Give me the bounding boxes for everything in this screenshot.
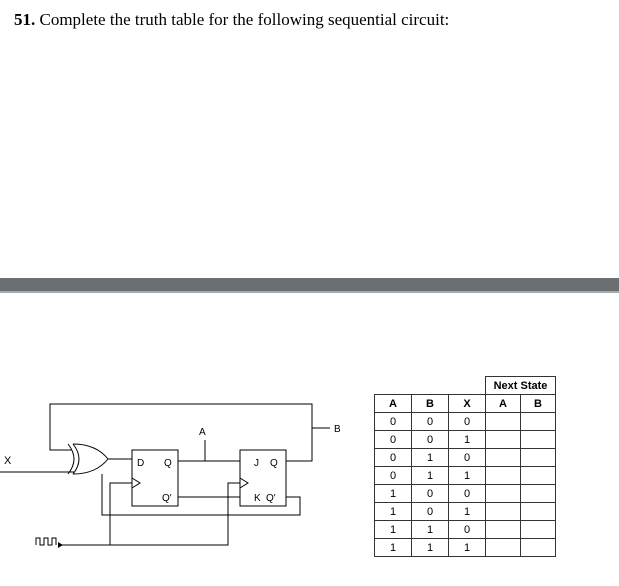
table-row: 0 0 0 bbox=[374, 412, 556, 431]
cell-a: 0 bbox=[374, 448, 412, 467]
d-ff-q-label: Q bbox=[164, 458, 172, 469]
col-header-b: B bbox=[411, 394, 449, 413]
table-row: 1 0 1 bbox=[374, 502, 556, 521]
cell-x: 0 bbox=[448, 412, 486, 431]
next-state-header: Next State bbox=[485, 376, 556, 395]
jk-flip-flop bbox=[239, 449, 287, 507]
jk-ff-qbar-label: Q' bbox=[266, 493, 276, 504]
col-header-next-a: A bbox=[485, 394, 521, 413]
col-header-a: A bbox=[374, 394, 412, 413]
table-row: 0 1 0 bbox=[374, 448, 556, 467]
input-label-x: X bbox=[4, 455, 12, 467]
cell-next-a[interactable] bbox=[485, 502, 521, 521]
table-row: 0 1 1 bbox=[374, 466, 556, 485]
cell-b: 1 bbox=[411, 520, 449, 539]
cell-next-a[interactable] bbox=[485, 448, 521, 467]
cell-a: 1 bbox=[374, 502, 412, 521]
cell-x: 0 bbox=[448, 448, 486, 467]
cell-next-a[interactable] bbox=[485, 484, 521, 503]
clock-wire bbox=[60, 482, 132, 546]
b-output-wire bbox=[286, 428, 313, 462]
col-header-x: X bbox=[448, 394, 486, 413]
a-label: A bbox=[199, 427, 206, 438]
sequential-circuit-diagram: X A B D Q Q' J Q K Q' bbox=[0, 403, 341, 548]
jk-clock-triangle bbox=[239, 477, 249, 489]
cell-a: 1 bbox=[374, 520, 412, 539]
d-ff-d-label: D bbox=[137, 458, 144, 469]
cell-next-a[interactable] bbox=[485, 466, 521, 485]
cell-b: 0 bbox=[411, 502, 449, 521]
cell-x: 1 bbox=[448, 466, 486, 485]
cell-next-b[interactable] bbox=[520, 448, 556, 467]
table-row: 1 0 0 bbox=[374, 484, 556, 503]
col-header-next-b: B bbox=[520, 394, 556, 413]
cell-next-a[interactable] bbox=[485, 430, 521, 449]
table-row: 1 1 0 bbox=[374, 520, 556, 539]
jk-ff-j-label: J bbox=[254, 458, 259, 469]
cell-next-a[interactable] bbox=[485, 538, 521, 557]
table-row: 1 1 1 bbox=[374, 538, 556, 557]
jk-ff-q-label: Q bbox=[270, 458, 278, 469]
question-text: Complete the truth table for the followi… bbox=[39, 10, 450, 29]
cell-next-b[interactable] bbox=[520, 520, 556, 539]
cell-b: 0 bbox=[411, 412, 449, 431]
cell-a: 0 bbox=[374, 412, 412, 431]
d-ff-qbar-label: Q' bbox=[162, 493, 172, 504]
cell-b: 0 bbox=[411, 484, 449, 503]
cell-next-b[interactable] bbox=[520, 412, 556, 431]
truth-table: Next State A B X A B 0 0 0 0 0 1 0 1 0 bbox=[374, 376, 556, 557]
header-spacer bbox=[375, 377, 486, 395]
cell-next-b[interactable] bbox=[520, 430, 556, 449]
cell-a: 0 bbox=[374, 466, 412, 485]
d-clock-triangle bbox=[131, 477, 141, 489]
b-label: B bbox=[334, 424, 341, 435]
question: 51. Complete the truth table for the fol… bbox=[14, 10, 449, 30]
cell-a: 1 bbox=[374, 538, 412, 557]
cell-next-b[interactable] bbox=[520, 502, 556, 521]
cell-b: 1 bbox=[411, 466, 449, 485]
feedback-wire-b bbox=[49, 403, 313, 451]
table-row: 0 0 1 bbox=[374, 430, 556, 449]
cell-x: 0 bbox=[448, 484, 486, 503]
cell-x: 0 bbox=[448, 520, 486, 539]
cell-b: 1 bbox=[411, 538, 449, 557]
section-divider-shadow bbox=[0, 291, 619, 293]
section-divider bbox=[0, 278, 619, 291]
cell-a: 0 bbox=[374, 430, 412, 449]
cell-next-b[interactable] bbox=[520, 466, 556, 485]
clock-icon bbox=[35, 537, 57, 546]
cell-b: 1 bbox=[411, 448, 449, 467]
cell-next-a[interactable] bbox=[485, 520, 521, 539]
cell-x: 1 bbox=[448, 502, 486, 521]
xor-gate bbox=[67, 443, 75, 475]
cell-x: 1 bbox=[448, 430, 486, 449]
cell-next-b[interactable] bbox=[520, 484, 556, 503]
cell-next-b[interactable] bbox=[520, 538, 556, 557]
cell-b: 0 bbox=[411, 430, 449, 449]
cell-next-a[interactable] bbox=[485, 412, 521, 431]
jk-ff-k-label: K bbox=[254, 493, 261, 504]
jk-qbar-loop-wire bbox=[101, 474, 301, 516]
cell-x: 1 bbox=[448, 538, 486, 557]
cell-a: 1 bbox=[374, 484, 412, 503]
question-number: 51. bbox=[14, 10, 36, 29]
